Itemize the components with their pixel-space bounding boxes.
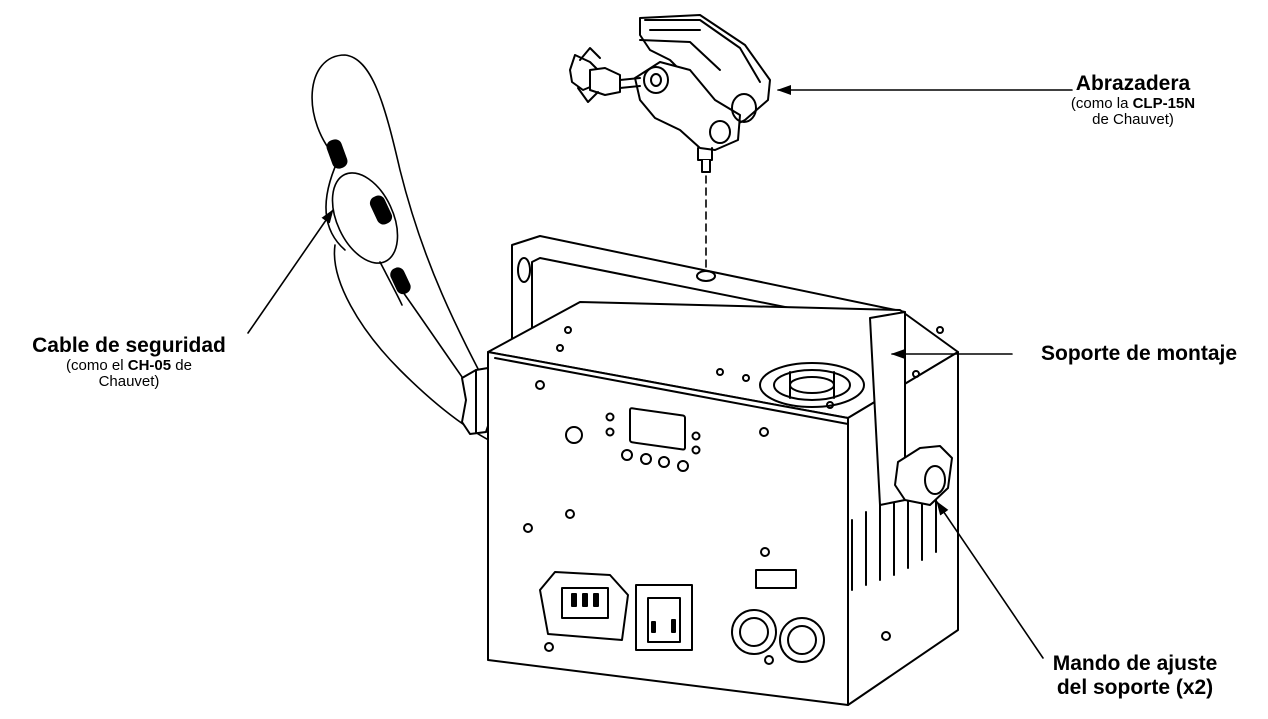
knob-arrow bbox=[937, 501, 1043, 658]
clamp-subtitle-1: (como la CLP-15N bbox=[1070, 94, 1196, 112]
safety-cable-label: Cable de seguridad (como el CH-05 de Cha… bbox=[4, 334, 254, 391]
safety-cable-subtitle-1: (como el CH-05 de bbox=[66, 356, 192, 374]
safety-cable-arrow bbox=[248, 209, 333, 333]
right-knob-drawing bbox=[895, 446, 952, 505]
bracket-knob-label: Mando de ajuste del soporte (x2) bbox=[1030, 652, 1240, 699]
clamp-drawing bbox=[570, 15, 770, 172]
bracket-knob-line-1: Mando de ajuste bbox=[1052, 652, 1218, 675]
safety-cable-subtitle-2: Chauvet) bbox=[98, 373, 160, 391]
safety-cable-title: Cable de seguridad bbox=[32, 334, 226, 357]
clamp-label: Abrazadera (como la CLP-15N de Chauvet) bbox=[1040, 72, 1226, 129]
safety-cable-drawing bbox=[312, 55, 541, 479]
clamp-subtitle-2: de Chauvet) bbox=[1092, 111, 1174, 129]
clamp-title: Abrazadera bbox=[1075, 72, 1191, 95]
mounting-bracket-label: Soporte de montaje bbox=[1014, 342, 1264, 366]
mounting-bracket-title: Soporte de montaje bbox=[1040, 342, 1238, 365]
bracket-knob-line-2: del soporte (x2) bbox=[1056, 675, 1214, 699]
housing-drawing bbox=[488, 302, 958, 705]
